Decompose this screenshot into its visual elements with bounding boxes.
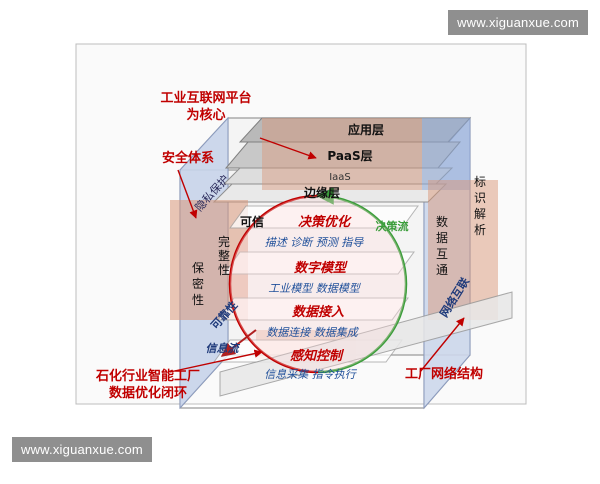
svg-text:数: 数	[436, 214, 448, 229]
decision-items: 描述 诊断 预测 指导	[265, 236, 364, 249]
svg-text:标: 标	[474, 175, 486, 189]
info-flow-label: 信息流	[206, 342, 241, 355]
access-items: 数据连接 数据集成	[266, 326, 359, 339]
security-system-label: 安全体系	[162, 150, 214, 166]
factory-network-label: 工厂网络结构	[405, 366, 483, 382]
info-flow-arrow	[220, 329, 257, 357]
security-arrow	[177, 169, 198, 219]
svg-text:识: 识	[474, 191, 486, 205]
layer-paas-label: PaaS层	[327, 149, 372, 163]
sensing-items: 信息采集 指令执行	[264, 368, 357, 381]
platform-arrow	[259, 137, 317, 160]
svg-text:通: 通	[436, 263, 448, 277]
watermark-top: www.xiguanxue.com	[448, 10, 588, 35]
network-plane	[219, 291, 513, 397]
integrity-label: 完 整 性	[218, 234, 230, 277]
layer-iaas-label: IaaS	[329, 172, 351, 183]
top-orange-band	[262, 118, 422, 190]
factory-arrow	[169, 349, 263, 373]
svg-text:密: 密	[192, 276, 204, 291]
decision-flow-arc	[316, 187, 408, 374]
watermark-bottom: www.xiguanxue.com	[12, 437, 152, 462]
id-resolution-label: 标 识 解 析	[474, 175, 486, 237]
network-arrow	[419, 317, 465, 373]
layer-app-label: 应用层	[348, 122, 384, 137]
data-interop-label: 数 据 互 通	[436, 214, 448, 277]
svg-text:性: 性	[192, 293, 204, 307]
svg-text:据: 据	[436, 231, 448, 245]
data-access-label: 数据接入	[292, 304, 344, 320]
confidentiality-label: 保 密 性	[192, 261, 204, 307]
svg-text:保: 保	[192, 261, 204, 275]
decision-label: 决策优化	[298, 214, 352, 230]
model-items: 工业模型 数据模型	[268, 282, 361, 295]
trusted-label: 可信	[240, 214, 264, 229]
smart-factory-label-1: 石化行业智能工厂	[95, 368, 200, 384]
svg-text:性: 性	[218, 263, 230, 277]
layer-edge-label: 边缘层	[303, 185, 340, 200]
smart-factory-label-2: 数据优化闭环	[109, 385, 187, 401]
right-orange-band	[428, 180, 498, 320]
svg-text:互: 互	[436, 247, 448, 261]
platform-core-label-2: 为核心	[186, 107, 225, 123]
top-blue-band	[422, 118, 470, 190]
decision-flow-label: 决策流	[376, 219, 409, 233]
sensing-label: 感知控制	[290, 348, 345, 364]
svg-text:解: 解	[474, 207, 486, 221]
platform-core-label-1: 工业互联网平台	[160, 90, 251, 106]
svg-text:析: 析	[474, 223, 486, 237]
digital-model-label: 数字模型	[294, 260, 348, 276]
svg-text:完: 完	[218, 234, 230, 249]
loop-fill	[230, 196, 406, 372]
layer-stack	[212, 117, 472, 203]
svg-text:整: 整	[218, 248, 230, 263]
info-flow-arc	[228, 194, 319, 374]
